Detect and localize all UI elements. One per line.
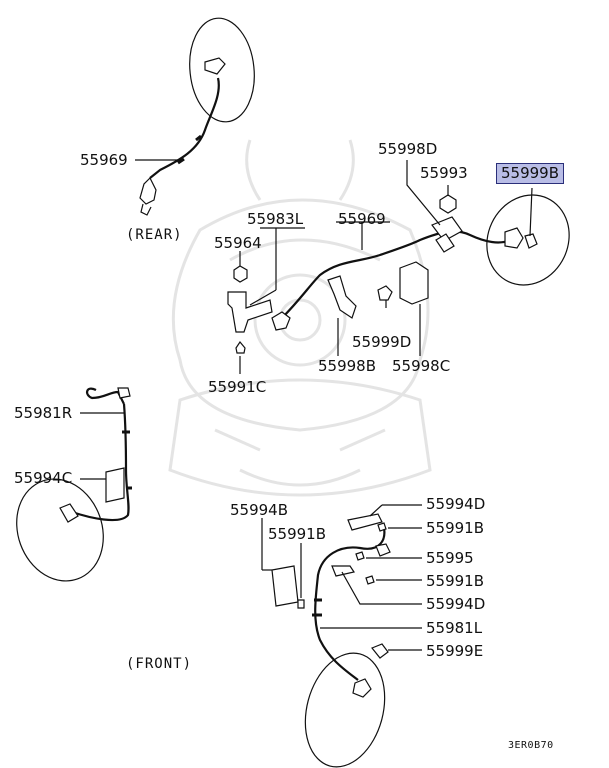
label-55999B-highlighted[interactable]: 55999B [496,163,565,184]
label-55998D: 55998D [378,140,438,158]
label-55991C: 55991C [208,378,267,396]
label-55969-rear: 55969 [80,151,128,169]
label-55993: 55993 [420,164,468,182]
label-55999D: 55999D [352,333,412,351]
diagram-code: 3ER0B70 [508,740,554,751]
label-front: (FRONT) [126,656,193,672]
front-right-sensor-zone [16,478,104,582]
watermark-logo [168,139,432,497]
label-55994C: 55994C [14,469,73,487]
label-55981R: 55981R [14,404,73,422]
label-55991B-top: 55991B [426,519,485,537]
label-rear: (REAR) [126,227,183,243]
label-55991B-a: 55991B [268,525,327,543]
label-55998B: 55998B [318,357,377,375]
label-55998C: 55998C [392,357,451,375]
label-55995: 55995 [426,549,474,567]
label-55999E: 55999E [426,642,484,660]
label-55964: 55964 [214,234,262,252]
label-55983L: 55983L [247,210,304,228]
label-55981L: 55981L [426,619,483,637]
label-55994D-a: 55994D [426,495,486,513]
label-55969-mid: 55969 [338,210,386,228]
label-55994D-b: 55994D [426,595,486,613]
front-left-sensor-zone [304,652,386,768]
label-55994B: 55994B [230,501,289,519]
rear-sensor-zone [189,17,255,123]
rear-right-sensor-zone [486,194,570,286]
label-55991B-b: 55991B [426,572,485,590]
